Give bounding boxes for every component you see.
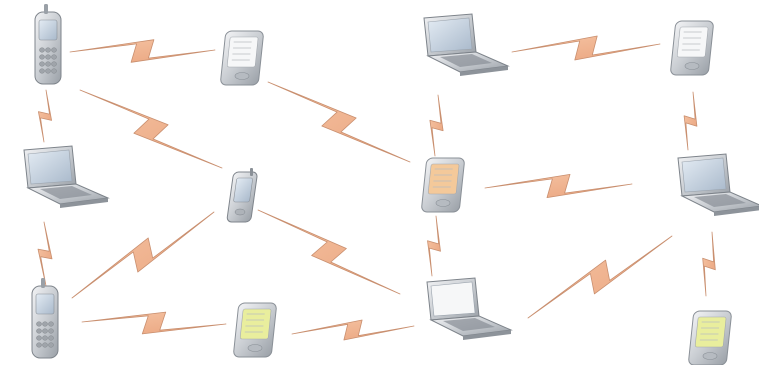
wireless-link-pda-center-orange-to-laptop-bottom-center <box>428 216 441 276</box>
wireless-link-laptop-left-to-phone-bottom-left <box>38 222 52 286</box>
wireless-link-pda-center-orange-to-laptop-right <box>485 174 632 197</box>
wireless-link-phone-top-left-to-pda-top-white <box>70 40 215 63</box>
laptop-left-icon <box>24 146 108 208</box>
phone-bottom-left-icon <box>32 278 58 358</box>
wireless-link-phone-top-left-to-smartphone-center <box>80 90 222 168</box>
laptop-bottom-center-icon <box>427 278 511 340</box>
wireless-link-phone-bottom-left-to-pda-bottom-yellow <box>82 312 226 334</box>
smartphone-center-icon <box>227 168 258 222</box>
wireless-link-laptop-top-center-to-pda-center-orange <box>430 95 443 156</box>
pda-top-white-icon <box>220 31 264 85</box>
wireless-link-phone-top-left-to-laptop-left <box>38 90 51 142</box>
pda-bottom-right-icon <box>688 311 732 365</box>
wireless-link-laptop-right-to-pda-bottom-right <box>703 232 716 296</box>
wireless-link-pda-bottom-yellow-to-laptop-bottom-center <box>292 320 414 340</box>
pda-center-orange-icon <box>421 158 465 212</box>
wireless-link-pda-top-white-to-pda-center-orange <box>268 82 410 162</box>
laptop-top-center-icon <box>424 14 508 76</box>
pda-bottom-yellow-icon <box>233 303 277 357</box>
wireless-link-pda-top-right-to-laptop-right <box>684 92 697 150</box>
wireless-link-smartphone-center-to-phone-bottom-left <box>72 212 214 298</box>
links-layer <box>38 36 715 340</box>
wireless-link-smartphone-center-to-laptop-bottom-center <box>258 210 400 294</box>
phone-top-left-icon <box>35 4 61 84</box>
pda-top-right-icon <box>670 21 714 75</box>
laptop-right-icon <box>678 154 759 216</box>
wireless-link-laptop-top-center-to-pda-top-right <box>512 36 660 60</box>
wireless-link-laptop-right-to-laptop-bottom-center <box>528 236 672 318</box>
